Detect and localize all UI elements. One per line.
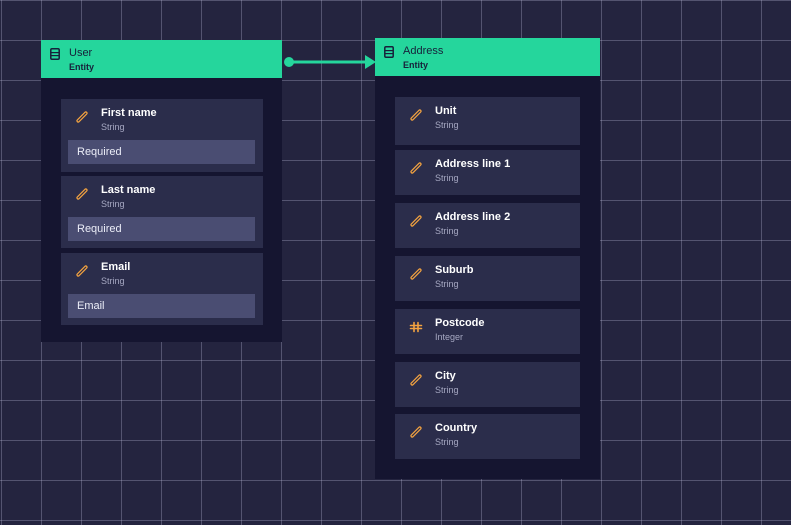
entity-header[interactable]: User Entity <box>41 40 282 78</box>
link-icon <box>410 215 422 227</box>
field-name: Unit <box>435 105 457 117</box>
field-name: Email <box>101 261 131 273</box>
entity-kind: Entity <box>403 60 429 70</box>
field-type: String <box>435 385 459 395</box>
field-type: String <box>435 279 459 289</box>
field-first-name[interactable]: First name String Required <box>61 99 263 172</box>
connector-arrowhead-icon <box>365 55 376 69</box>
field-address-line-2[interactable]: Address line 2 String <box>395 203 580 248</box>
validation-chip[interactable]: Email <box>68 294 255 318</box>
field-type: String <box>435 226 459 236</box>
field-city[interactable]: City String <box>395 362 580 407</box>
entity-title: Address <box>403 45 444 57</box>
database-icon <box>384 46 394 58</box>
field-name: Country <box>435 422 478 434</box>
field-address-line-1[interactable]: Address line 1 String <box>395 150 580 195</box>
field-suburb[interactable]: Suburb String <box>395 256 580 301</box>
field-name: Last name <box>101 184 156 196</box>
entity-card-address[interactable]: Address Entity Unit String Address line … <box>375 38 600 479</box>
field-unit[interactable]: Unit String <box>395 97 580 145</box>
entity-title: User <box>69 47 93 59</box>
entity-kind: Entity <box>69 62 95 72</box>
field-name: First name <box>101 107 157 119</box>
database-icon <box>50 48 60 60</box>
link-icon <box>410 109 422 121</box>
field-name: Suburb <box>435 264 474 276</box>
link-icon <box>410 374 422 386</box>
entity-header[interactable]: Address Entity <box>375 38 600 76</box>
link-icon <box>410 426 422 438</box>
field-type: String <box>101 199 125 209</box>
link-icon <box>410 162 422 174</box>
field-country[interactable]: Country String <box>395 414 580 459</box>
field-type: String <box>435 120 459 130</box>
field-postcode[interactable]: Postcode Integer <box>395 309 580 354</box>
field-name: Address line 2 <box>435 211 511 223</box>
field-name: Postcode <box>435 317 485 329</box>
field-type: String <box>435 437 459 447</box>
entity-card-user[interactable]: User Entity First name String Required L… <box>41 40 282 342</box>
field-type: String <box>101 122 125 132</box>
validation-chip[interactable]: Required <box>68 217 255 241</box>
field-name: City <box>435 370 456 382</box>
field-email[interactable]: Email String Email <box>61 253 263 325</box>
number-icon <box>409 321 423 333</box>
link-icon <box>410 268 422 280</box>
link-icon <box>76 188 88 200</box>
field-name: Address line 1 <box>435 158 511 170</box>
field-last-name[interactable]: Last name String Required <box>61 176 263 248</box>
link-icon <box>76 265 88 277</box>
field-type: String <box>101 276 125 286</box>
field-type: String <box>435 173 459 183</box>
field-type: Integer <box>435 332 464 342</box>
link-icon <box>76 111 88 123</box>
validation-chip[interactable]: Required <box>68 140 255 164</box>
